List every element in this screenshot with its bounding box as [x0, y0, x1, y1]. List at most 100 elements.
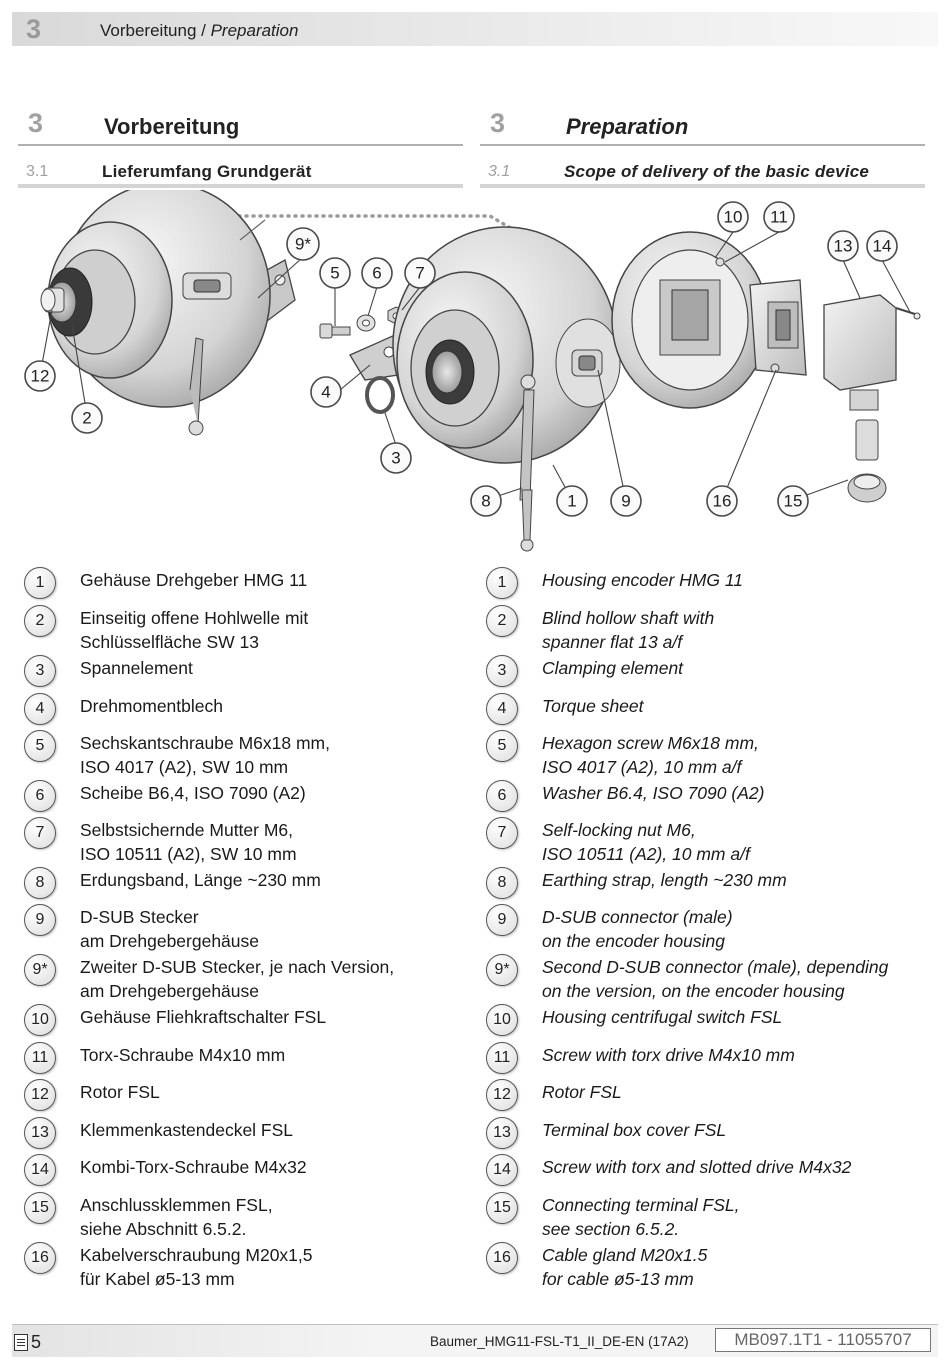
item-number-badge: 5 — [486, 730, 518, 762]
item-description: Terminal box cover FSL — [542, 1120, 727, 1140]
item-number-badge: 1 — [486, 567, 518, 599]
item-description: Anschlussklemmen FSL, siehe Abschnitt 6.… — [80, 1195, 273, 1239]
item-number-badge: 6 — [486, 780, 518, 812]
svg-text:8: 8 — [481, 492, 490, 511]
item-number-badge: 12 — [24, 1079, 56, 1111]
svg-text:6: 6 — [372, 264, 381, 283]
item-description: Rotor FSL — [80, 1082, 160, 1102]
callout-13: 13 — [827, 230, 859, 262]
list-item: 12 Rotor FSL — [486, 1074, 931, 1112]
list-item: 2 Blind hollow shaft with spanner flat 13… — [486, 600, 931, 652]
item-number-badge: 10 — [24, 1004, 56, 1036]
list-item: 3 Spannelement — [24, 650, 469, 688]
item-number-badge: 14 — [486, 1154, 518, 1186]
item-number-badge: 4 — [486, 693, 518, 725]
list-item: 9* Second D-SUB connector (male), dependi… — [486, 949, 931, 1001]
item-description: Screw with torx drive M4x10 mm — [542, 1045, 795, 1065]
item-description: Screw with torx and slotted drive M4x32 — [542, 1157, 852, 1177]
subsection-number-de: 3.1 — [26, 163, 49, 180]
item-number-badge: 5 — [24, 730, 56, 762]
item-description: Self-locking nut M6, ISO 10511 (A2), 10 … — [542, 820, 750, 864]
list-item: 7 Self-locking nut M6, ISO 10511 (A2), 10… — [486, 812, 931, 864]
item-description: Torx-Schraube M4x10 mm — [80, 1045, 286, 1065]
item-description: Kabelverschraubung M20x1,5 für Kabel ø5-… — [80, 1245, 313, 1289]
svg-text:4: 4 — [321, 383, 330, 402]
item-description: Blind hollow shaft with spanner flat 13 … — [542, 608, 715, 652]
item-number-badge: 9 — [486, 904, 518, 936]
item-description: Scheibe B6,4, ISO 7090 (A2) — [80, 783, 306, 803]
subsection-title-en: Scope of delivery of the basic device — [564, 162, 870, 181]
item-description: D-SUB Stecker am Drehgebergehäuse — [80, 907, 260, 951]
header-title-separator: / — [196, 21, 211, 40]
callout-10: 10 — [717, 201, 749, 233]
callout-6: 6 — [361, 257, 393, 289]
item-description: Rotor FSL — [542, 1082, 622, 1102]
list-item: 9 D-SUB Stecker am Drehgebergehäuse — [24, 899, 469, 951]
leader-lines — [39, 231, 911, 501]
callout-4: 4 — [310, 376, 342, 408]
footer-filename: Baumer_HMG11-FSL-T1_II_DE-EN (17A2) — [430, 1334, 689, 1349]
item-number-badge: 7 — [486, 817, 518, 849]
svg-text:2: 2 — [82, 409, 91, 428]
item-description: Clamping element — [542, 658, 684, 678]
item-number-badge: 15 — [486, 1192, 518, 1224]
item-number-badge: 9 — [24, 904, 56, 936]
header-title-en: Preparation — [210, 21, 299, 40]
item-description: Zweiter D-SUB Stecker, je nach Version, … — [80, 957, 395, 1001]
svg-text:5: 5 — [330, 264, 339, 283]
callout-2: 2 — [71, 402, 103, 434]
header-title-de: Vorbereitung — [100, 21, 197, 40]
section-title-de: Vorbereitung — [104, 114, 240, 139]
callout-3: 3 — [380, 442, 412, 474]
item-description: Second D-SUB connector (male), depending… — [542, 957, 889, 1001]
svg-text:3: 3 — [391, 449, 400, 468]
page-number-value: 5 — [31, 1332, 42, 1352]
section-number-en: 3 — [490, 108, 506, 138]
svg-text:1: 1 — [567, 492, 576, 511]
svg-text:15: 15 — [784, 492, 803, 511]
callout-12: 12 — [24, 360, 56, 392]
item-number-badge: 13 — [486, 1117, 518, 1149]
callout-5: 5 — [319, 257, 351, 289]
item-description: Gehäuse Drehgeber HMG 11 — [80, 570, 308, 590]
svg-text:11: 11 — [770, 208, 788, 227]
svg-text:16: 16 — [713, 492, 732, 511]
callout-15: 15 — [777, 485, 809, 517]
item-number-badge: 16 — [24, 1242, 56, 1274]
item-number-badge: 9* — [24, 954, 56, 986]
item-description: Earthing strap, length ~230 mm — [542, 870, 787, 890]
item-description: Kombi-Torx-Schraube M4x32 — [80, 1157, 307, 1177]
svg-text:12: 12 — [31, 367, 50, 386]
item-number-badge: 13 — [24, 1117, 56, 1149]
callout-16: 16 — [706, 485, 738, 517]
item-number-badge: 9* — [486, 954, 518, 986]
svg-text:13: 13 — [834, 237, 853, 256]
section-title-en: Preparation — [566, 114, 689, 139]
item-description: Torque sheet — [542, 696, 644, 716]
item-number-badge: 12 — [486, 1079, 518, 1111]
item-number-badge: 4 — [24, 693, 56, 725]
item-number-badge: 6 — [24, 780, 56, 812]
list-item: 5 Hexagon screw M6x18 mm, ISO 4017 (A2), … — [486, 725, 931, 777]
item-number-badge: 3 — [24, 655, 56, 687]
item-description: Erdungsband, Länge ~230 mm — [80, 870, 321, 890]
callout-1: 1 — [556, 485, 588, 517]
item-description: Connecting terminal FSL, see section 6.5… — [542, 1195, 740, 1239]
encoder-rear-view — [40, 190, 296, 436]
item-description: Spannelement — [80, 658, 193, 678]
section-number-de: 3 — [28, 108, 44, 138]
encoder-front-view — [392, 226, 621, 552]
item-description: Hexagon screw M6x18 mm, ISO 4017 (A2), 1… — [542, 733, 759, 777]
item-number-badge: 2 — [486, 605, 518, 637]
